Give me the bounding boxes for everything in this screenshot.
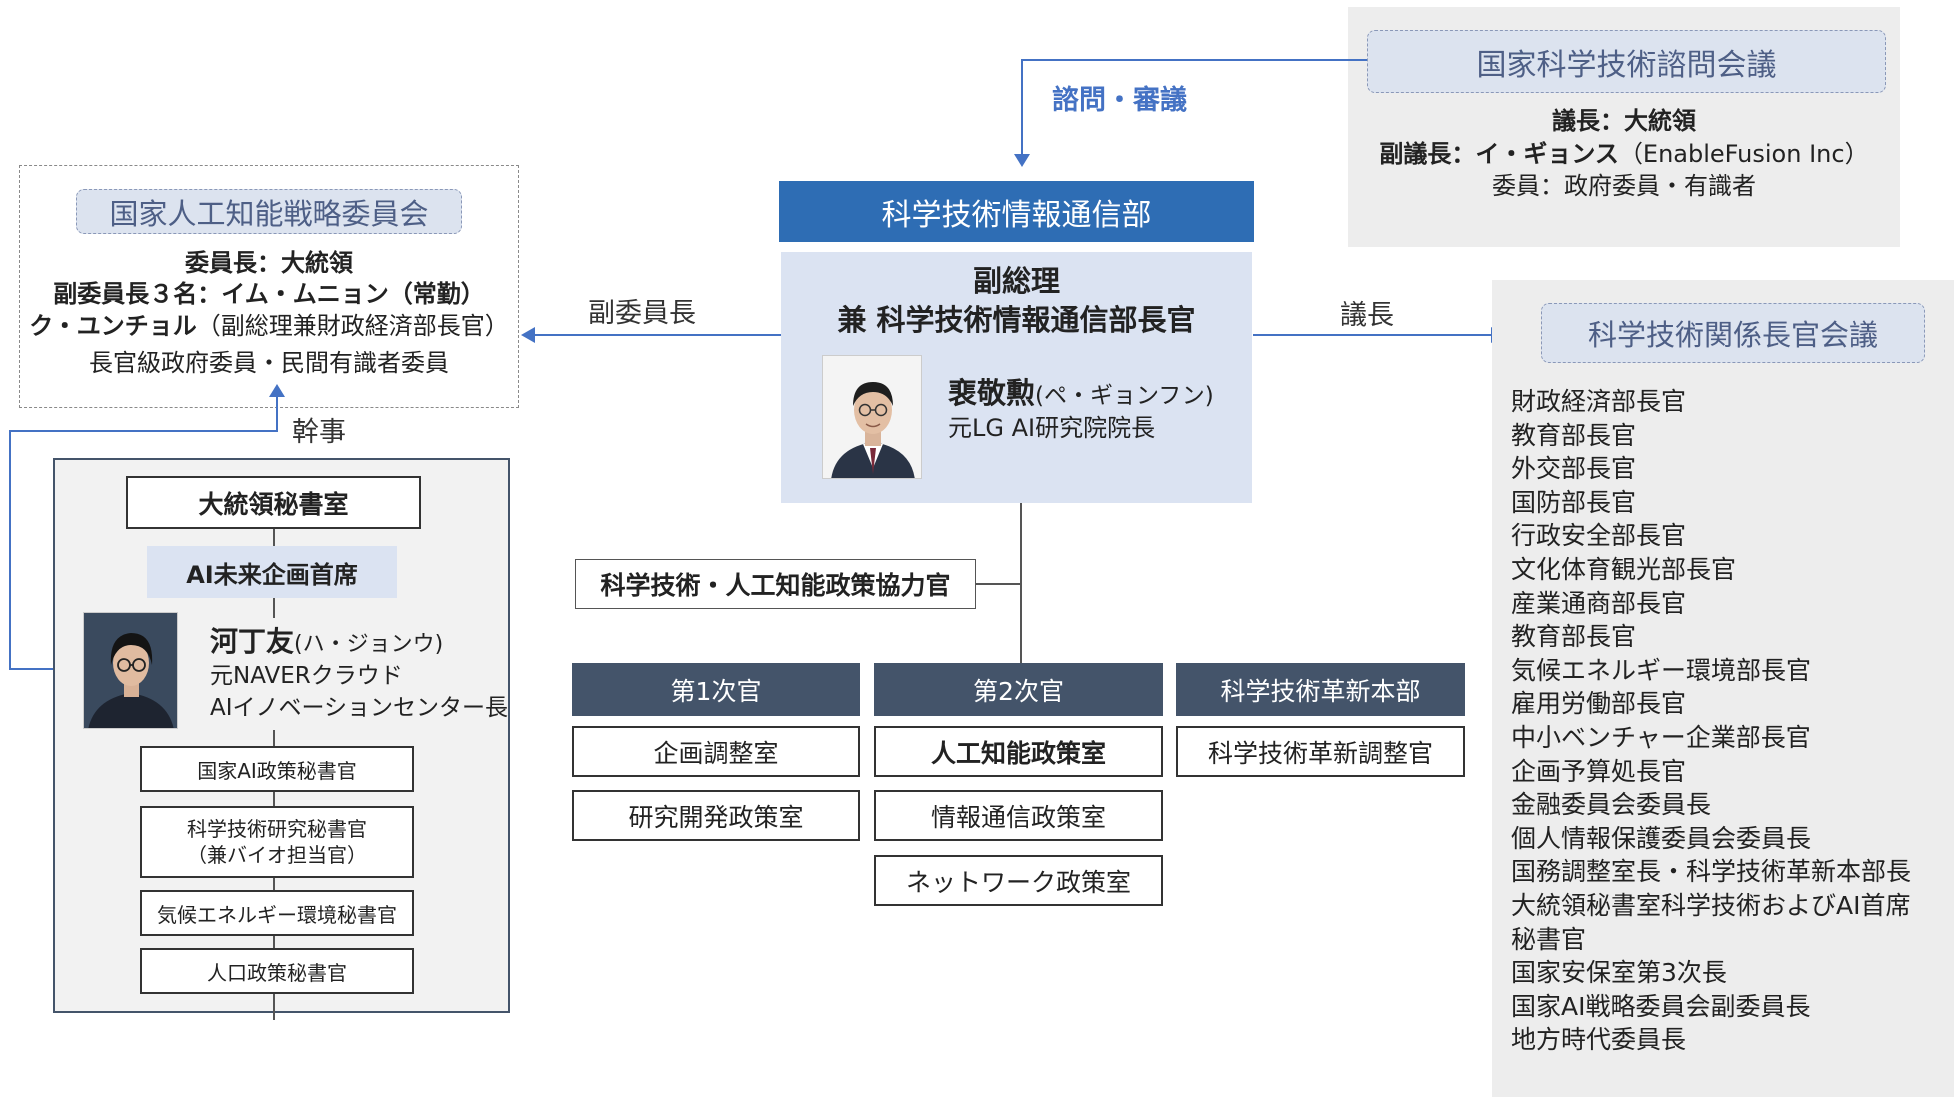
office-rnd-policy: 研究開発政策室 xyxy=(572,790,860,841)
vice-chair-arrow-label: 副委員長 xyxy=(588,298,696,329)
secretary-st-research: 科学技術研究秘書官 （兼バイオ担当官） xyxy=(140,806,414,878)
advisory-council-vice-chair: 副議長：イ・ギョンス（EnableFusion Inc） xyxy=(1348,134,1900,168)
policy-coordinator-box: 科学技術・人工知能政策協力官 xyxy=(575,559,976,609)
secretary-arrow-v-left xyxy=(9,430,11,670)
ha-jungwoo-former-2: AIイノベーションセンター長 xyxy=(210,695,509,721)
office-ai-policy: 人工知能政策室 xyxy=(874,726,1163,777)
council-member: 国務調整室長・科学技術革新本部長 xyxy=(1511,857,1912,887)
advisory-council-title: 国家科学技術諮問会議 xyxy=(1367,30,1886,93)
secretary-population-policy: 人口政策秘書官 xyxy=(140,948,414,994)
coordinator-branch-line xyxy=(976,583,1021,585)
minister-name-line: 裵敬勲(ペ・ギョンフン) xyxy=(948,370,1214,412)
ha-jungwoo-name-line: 河丁友(ハ・ジョンウ) xyxy=(210,620,443,660)
vice-chair-arrowhead xyxy=(521,327,535,343)
secretary-arrow-h-top xyxy=(9,430,278,432)
presidential-office-title: 大統領秘書室 xyxy=(126,476,421,529)
office-planning-coordination: 企画調整室 xyxy=(572,726,860,777)
ai-committee-chair: 委員長：大統領 xyxy=(185,248,353,277)
ha-jungwoo-photo xyxy=(83,612,178,729)
advisory-arrow-v xyxy=(1021,59,1023,158)
ministers-council-member-list: 財政経済部長官 教育部長官 外交部長官 国防部長官 行政安全部長官 文化体育観光… xyxy=(1511,385,1911,1057)
ai-committee-vice-chair-koo-role: （副総理兼財政経済部長官） xyxy=(196,311,509,340)
secretary-national-ai-policy: 国家AI政策秘書官 xyxy=(140,746,414,792)
council-member: 個人情報保護委員会委員長 xyxy=(1511,823,1812,853)
minister-role-line2: 兼 科学技術情報通信部長官 xyxy=(837,303,1196,337)
ministers-council-panel xyxy=(1492,280,1954,1097)
secretary-arrowhead xyxy=(269,384,285,397)
advisory-council-vice-chair-org: （EnableFusion Inc） xyxy=(1618,139,1869,168)
council-member: 企画予算処長官 xyxy=(1511,756,1687,786)
council-member: 産業通商部長官 xyxy=(1511,588,1687,618)
minister-role-line1: 副総理 xyxy=(972,264,1060,298)
council-member: 国家安保室第3次長 xyxy=(1511,958,1727,988)
ministry-title: 科学技術情報通信部 xyxy=(779,181,1254,242)
council-member: 秘書官 xyxy=(1511,924,1587,954)
office-network-policy: ネットワーク政策室 xyxy=(874,855,1163,906)
division-head-2: 第2次官 xyxy=(874,663,1163,716)
ai-committee-title: 国家人工知能戦略委員会 xyxy=(76,189,462,234)
advisory-arrow-h xyxy=(1022,59,1367,61)
po-connector-1 xyxy=(273,529,275,546)
ai-committee-vice-chairs: 副委員長３名：イム・ムニョン（常勤） xyxy=(53,279,485,308)
council-member: 外交部長官 xyxy=(1511,454,1637,484)
council-member: 中小ベンチャー企業部長官 xyxy=(1511,722,1811,752)
advisory-arrowhead xyxy=(1014,154,1030,167)
council-member: 文化体育観光部長官 xyxy=(1511,554,1737,584)
office-ict-policy: 情報通信政策室 xyxy=(874,790,1163,841)
secretary-arrow-h-bottom xyxy=(9,668,87,670)
vice-chair-arrow-line xyxy=(533,334,781,336)
minister-portrait-icon xyxy=(823,356,921,478)
minister-photo xyxy=(822,355,922,479)
council-member: 財政経済部長官 xyxy=(1511,387,1687,416)
council-member: 大統領秘書室科学技術およびAI首席 xyxy=(1511,890,1911,920)
ai-committee-vice-chair-koo-name: ク・ユンチョル xyxy=(29,311,197,340)
council-member: 行政安全部長官 xyxy=(1511,521,1687,551)
ai-future-senior-secretary: AI未来企画首席 xyxy=(147,546,397,598)
council-member: 地方時代委員長 xyxy=(1511,1025,1687,1055)
minister-name-reading: (ペ・ギョンフン) xyxy=(1035,383,1214,409)
council-member: 教育部長官 xyxy=(1511,420,1637,450)
ha-jungwoo-former-1: 元NAVERクラウド xyxy=(210,663,403,689)
secretary-climate-energy: 気候エネルギー環境秘書官 xyxy=(140,890,414,936)
council-member: 教育部長官 xyxy=(1511,622,1637,652)
ha-jungwoo-reading: (ハ・ジョンウ) xyxy=(294,632,444,657)
council-member: 雇用労働部長官 xyxy=(1511,689,1687,719)
ai-committee-members: 長官級政府委員・民間有識者委員 xyxy=(89,348,449,377)
office-innovation-coordinator: 科学技術革新調整官 xyxy=(1176,726,1465,777)
advisory-council-members: 委員：政府委員・有識者 xyxy=(1492,171,1756,200)
advisory-council-vice-chair-name: 副議長：イ・ギョンス xyxy=(1379,139,1619,168)
ministers-council-title: 科学技術関係長官会議 xyxy=(1541,303,1925,363)
council-member: 国防部長官 xyxy=(1511,487,1637,517)
council-member: 気候エネルギー環境部長官 xyxy=(1511,655,1812,685)
division-head-3: 科学技術革新本部 xyxy=(1176,663,1465,716)
ha-jungwoo-portrait-icon xyxy=(84,613,177,728)
minister-name: 裵敬勲 xyxy=(948,376,1036,410)
council-member: 国家AI戦略委員会副委員長 xyxy=(1511,991,1811,1021)
po-connector-2 xyxy=(273,598,275,618)
chair-arrow-line xyxy=(1253,334,1493,336)
ha-jungwoo-name: 河丁友 xyxy=(210,625,295,658)
ai-committee-vice-chair-koo: ク・ユンチョル（副総理兼財政経済部長官） xyxy=(19,306,519,340)
division-head-1: 第1次官 xyxy=(572,663,860,716)
minister-former-title: 元LG AI研究院院長 xyxy=(948,414,1156,442)
advisory-council-chair: 議長：大統領 xyxy=(1552,106,1696,135)
ministry-trunk-line xyxy=(1020,503,1022,663)
advisory-arrow-label: 諮問・審議 xyxy=(1052,85,1187,116)
chair-arrow-label: 議長 xyxy=(1340,300,1394,331)
council-member: 金融委員会委員長 xyxy=(1511,790,1712,820)
secretary-st-research-label: 科学技術研究秘書官 xyxy=(187,817,367,841)
secretary-arrow-label: 幹事 xyxy=(292,417,346,448)
secretary-arrow-v-up xyxy=(276,392,278,432)
secretary-st-research-sub: （兼バイオ担当官） xyxy=(187,843,367,867)
